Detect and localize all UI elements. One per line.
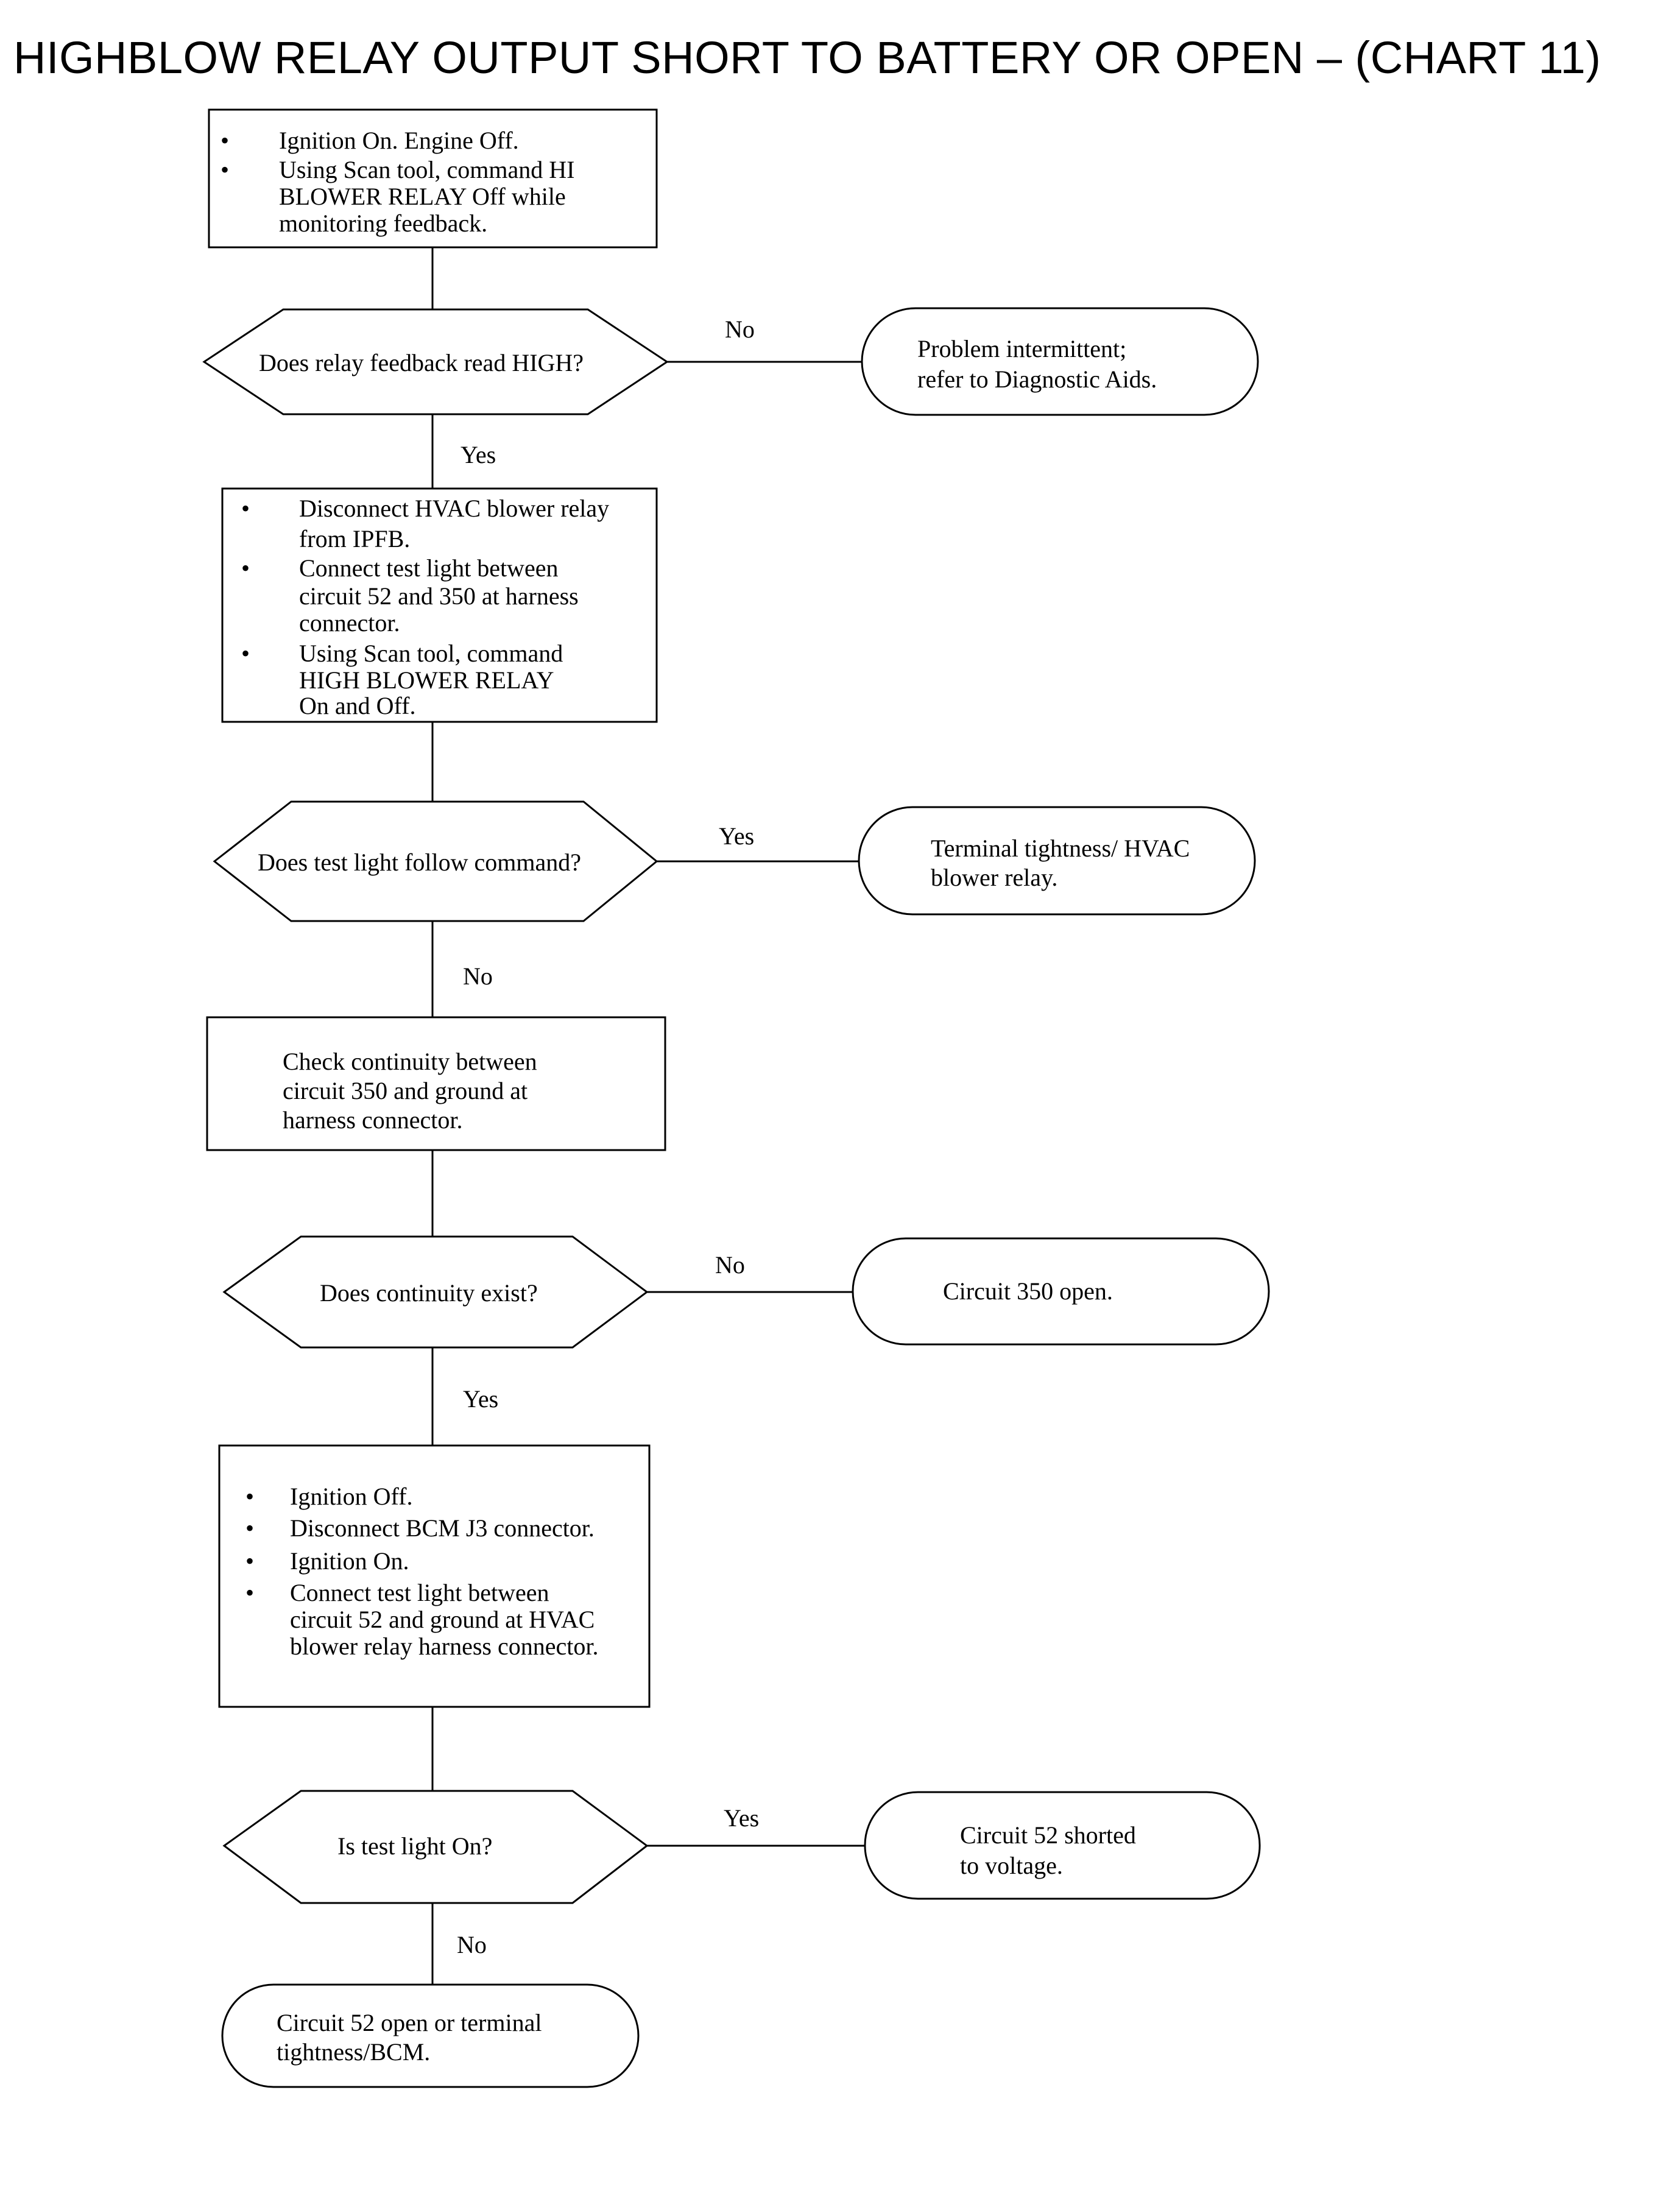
decision3-no-terminal bbox=[852, 1237, 1270, 1346]
step3-rect bbox=[206, 1016, 666, 1151]
step2-bullet-dot: • bbox=[241, 495, 250, 522]
decision1-question: Does relay feedback read HIGH? bbox=[259, 349, 584, 376]
page-title: HIGHBLOW RELAY OUTPUT SHORT TO BATTERY O… bbox=[13, 32, 1601, 83]
decision4-yes-result-line2: to voltage. bbox=[960, 1852, 1063, 1879]
step4-bullet-dot: • bbox=[245, 1547, 254, 1575]
decision1-no-result-line2: refer to Diagnostic Aids. bbox=[917, 365, 1157, 393]
step2-box: • • • Disconnect HVAC blower relay from … bbox=[221, 487, 658, 723]
decision3-hexagon bbox=[222, 1235, 649, 1349]
decision2-yes-label: Yes bbox=[719, 822, 754, 850]
decision2-no-label: No bbox=[463, 962, 493, 990]
step4-bullet4-line1: Connect test light between bbox=[290, 1579, 549, 1606]
decision2-yes-terminal bbox=[858, 806, 1256, 916]
step2-bullet2-line3: connector. bbox=[299, 609, 400, 637]
step2-rect bbox=[221, 487, 658, 723]
decision4-no-result-line1: Circuit 52 open or terminal bbox=[277, 2009, 542, 2036]
step4-box: • • • • Ignition Off. Disconnect BCM J3 … bbox=[218, 1444, 651, 1708]
step1-bullet-dot: • bbox=[221, 127, 229, 154]
step4-bullet3-line1: Ignition On. bbox=[290, 1547, 409, 1575]
step2-bullet3-line3: On and Off. bbox=[299, 692, 415, 719]
step2-bullet-dot: • bbox=[241, 554, 250, 582]
step1-rect bbox=[208, 108, 658, 249]
step1-bullet-dot: • bbox=[221, 156, 229, 183]
decision1-no-label: No bbox=[725, 316, 755, 343]
step4-rect bbox=[218, 1444, 651, 1708]
decision4-yes-label: Yes bbox=[724, 1804, 759, 1832]
step3-line2: circuit 350 and ground at bbox=[283, 1077, 528, 1104]
step4-bullet-dot: • bbox=[245, 1514, 254, 1542]
decision4-no-label: No bbox=[457, 1931, 487, 1958]
decision1-no-terminal bbox=[861, 307, 1259, 416]
decision2: Does test light follow command? Yes No T… bbox=[213, 800, 1256, 990]
decision1-hexagon bbox=[202, 308, 669, 415]
decision3-no-result-line1: Circuit 350 open. bbox=[943, 1277, 1113, 1305]
decision4-no-result-line2: tightness/BCM. bbox=[277, 2038, 430, 2066]
step1-box: • • Ignition On. Engine Off. Using Scan … bbox=[208, 108, 658, 249]
decision2-yes-result-line2: blower relay. bbox=[931, 864, 1057, 891]
decision1-no-result-line1: Problem intermittent; bbox=[917, 335, 1126, 362]
step2-bullet-dot: • bbox=[241, 640, 250, 667]
step2-bullet2-line2: circuit 52 and 350 at harness bbox=[299, 582, 579, 610]
step3-line1: Check continuity between bbox=[283, 1048, 537, 1075]
decision4-yes-result-line1: Circuit 52 shorted bbox=[960, 1821, 1136, 1849]
step4-bullet4-line2: circuit 52 and ground at HVAC bbox=[290, 1606, 595, 1633]
step1-bullet2-line1: Using Scan tool, command HI bbox=[279, 156, 575, 183]
decision4-no-terminal bbox=[221, 1983, 640, 2088]
step4-bullet-dot: • bbox=[245, 1579, 254, 1606]
step2-bullet2-line1: Connect test light between bbox=[299, 554, 558, 582]
step2-bullet3-line2: HIGH BLOWER RELAY bbox=[299, 666, 554, 694]
decision1-yes-label: Yes bbox=[461, 441, 496, 468]
decision2-hexagon bbox=[213, 800, 658, 922]
step4-bullet2-line1: Disconnect BCM J3 connector. bbox=[290, 1514, 595, 1542]
connectors bbox=[431, 247, 865, 1985]
decision3-question: Does continuity exist? bbox=[320, 1279, 538, 1307]
decision3-no-label: No bbox=[715, 1251, 745, 1279]
step2-bullet1-line1: Disconnect HVAC blower relay bbox=[299, 495, 609, 522]
decision2-yes-result-line1: Terminal tightness/ HVAC bbox=[931, 835, 1190, 862]
step3-line3: harness connector. bbox=[283, 1106, 462, 1134]
step1-bullet1-line1: Ignition On. Engine Off. bbox=[279, 127, 519, 154]
step1-bullet2-line3: monitoring feedback. bbox=[279, 210, 487, 237]
step2-bullet3-line1: Using Scan tool, command bbox=[299, 640, 563, 667]
decision3: Does continuity exist? No Yes Circuit 35… bbox=[222, 1235, 1270, 1413]
decision3-yes-label: Yes bbox=[463, 1385, 498, 1413]
decision4-yes-terminal bbox=[864, 1791, 1261, 1900]
step4-bullet1-line1: Ignition Off. bbox=[290, 1483, 412, 1510]
decision4: Is test light On? Yes No Circuit 52 shor… bbox=[221, 1790, 1261, 2088]
decision4-question: Is test light On? bbox=[337, 1832, 492, 1860]
step2-bullet1-line2: from IPFB. bbox=[299, 525, 410, 552]
decision2-question: Does test light follow command? bbox=[258, 849, 581, 876]
step4-bullet4-line3: blower relay harness connector. bbox=[290, 1633, 598, 1660]
step1-bullet2-line2: BLOWER RELAY Off while bbox=[279, 183, 566, 210]
step3-box: Check continuity between circuit 350 and… bbox=[206, 1016, 666, 1151]
decision4-hexagon bbox=[222, 1790, 649, 1904]
decision1: Does relay feedback read HIGH? No Yes Pr… bbox=[202, 307, 1259, 468]
step4-bullet-dot: • bbox=[245, 1483, 254, 1510]
